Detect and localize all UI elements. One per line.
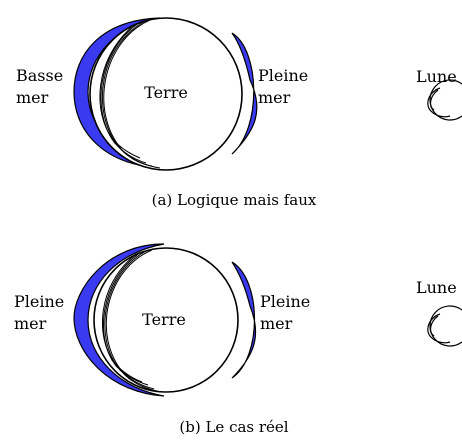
panel-a-right-label-line1: Pleine (258, 66, 308, 85)
panel-a-moon (427, 79, 462, 121)
panel-a-moon-label: Lune (416, 67, 457, 86)
panel-b-earth (93, 247, 239, 393)
panel-a: Basse mer Terre Pleine mer Lune (a) Logi… (16, 17, 462, 209)
panel-a-earth-shading (99, 19, 161, 169)
panel-a-earth-label: Terre (144, 83, 188, 102)
panel-b-left-bulge (73, 243, 165, 397)
panel-a-earth (89, 17, 243, 171)
panel-a-right-bulge (231, 32, 258, 155)
panel-a-caption: (a) Logique mais faux (152, 191, 317, 209)
panel-b-left-label-line1: Pleine (14, 292, 64, 311)
panel-a-right-label-line2: mer (258, 88, 291, 107)
panel-b-right-label-line1: Pleine (260, 292, 310, 311)
panel-b-caption: (b) Le cas réel (179, 418, 288, 436)
panel-b-right-label-line2: mer (260, 314, 293, 333)
panel-a-left-label-line1: Basse (16, 66, 63, 85)
panel-b-earth-label: Terre (142, 310, 186, 329)
panel-b-earth-shading (101, 249, 163, 393)
panel-b-moon-label: Lune (416, 278, 457, 297)
panel-a-left-label-line2: mer (16, 88, 49, 107)
panel-b-moon (427, 305, 462, 347)
panel-b-right-bulge (231, 261, 257, 379)
panel-b-left-label-line2: mer (14, 314, 47, 333)
panel-b: Pleine mer Terre Pleine mer Lune (b) Le … (14, 243, 462, 436)
